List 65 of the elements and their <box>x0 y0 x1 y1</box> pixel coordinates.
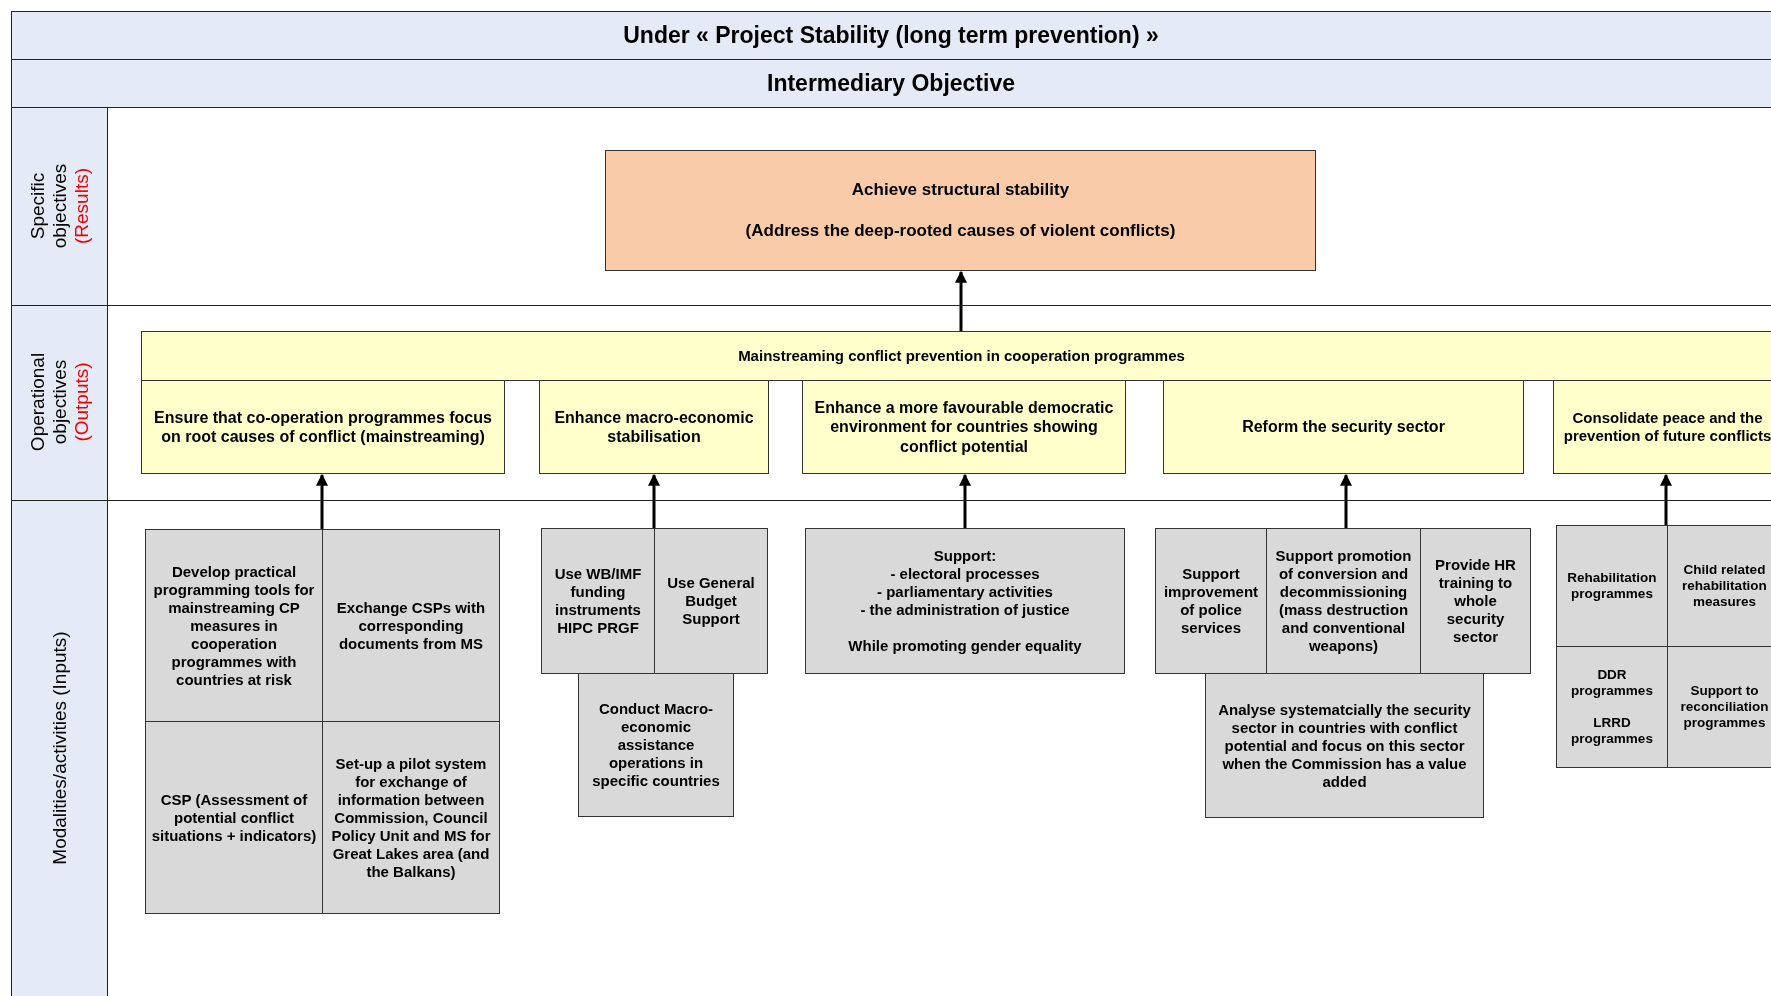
objective-note: LRRD programmes <box>1570 715 1654 748</box>
activity-text: Support promotion of conversion and decommissioning (mass destruction and conventional weapons) <box>1274 547 1413 655</box>
activity-text: Use WB/IMF funding instruments HIPC PRGF <box>553 565 643 637</box>
activity-cell <box>654 528 768 674</box>
lane-label: Modalities/activities (Inputs) <box>48 631 71 865</box>
activity-text: Support improvement of police services <box>1162 565 1260 637</box>
activity-text: Provide HR training to whole security sector <box>1434 556 1517 646</box>
objective-text: Consolidate peace and the prevention of future conflicts <box>1562 409 1771 445</box>
activity-cell <box>322 529 500 722</box>
activity-cell <box>145 529 323 722</box>
arrow <box>316 473 328 529</box>
activity-text: Exchange CSPs with corresponding documents from MS <box>335 598 487 653</box>
activity-cell <box>322 721 500 914</box>
objective-note: - the administration of justice <box>860 601 1070 619</box>
lane-label: Operational objectives <box>26 351 71 454</box>
activity-text: Conduct Macro-economic assistance operations in specific countries <box>591 700 721 790</box>
arrow <box>959 473 971 528</box>
objective-text: Reform the security sector <box>1242 417 1445 437</box>
arrow <box>1340 473 1352 528</box>
objective-note: While promoting gender equality <box>848 637 1082 655</box>
activity-cell <box>541 528 655 674</box>
arrow <box>955 270 967 331</box>
activity-cell <box>805 528 1125 674</box>
objective-text: Ensure that co-operation programmes focus on root causes of conflict (mainstreaming) <box>153 407 493 447</box>
output-box <box>1553 380 1771 474</box>
objective-text: Mainstreaming conflict prevention in cooperation programmes <box>738 347 1185 365</box>
lane-label-note: (Results) <box>70 168 93 244</box>
output-band <box>141 331 1771 381</box>
activity-text: Develop practical programming tools for mainstreaming CP measures in cooperation programmes with countries at risk <box>152 562 316 689</box>
activity-text: Child related rehabilitation measures <box>1681 561 1768 611</box>
activity-text: DDR programmes <box>1570 666 1654 699</box>
activity-text: Use General Budget Support <box>666 574 756 628</box>
activity-cell <box>1556 646 1668 768</box>
activity-cell <box>1556 525 1668 647</box>
activity-cell <box>1266 528 1421 674</box>
activity-text: Rehabilitation programmes <box>1566 569 1658 603</box>
arrow <box>648 473 660 528</box>
activity-text: Analyse systematcially the security sector in countries with conflict potential and focus on this sector when the Commission has a value added <box>1217 700 1472 791</box>
output-box <box>1163 380 1524 474</box>
activity-text: Set-up a pilot system for exchange of information between Commission, Council Policy Unit and MS for Great Lakes area (and the Balkans) <box>330 754 492 881</box>
result-box <box>605 150 1316 271</box>
objective-note: - electoral processes <box>890 565 1040 583</box>
title: Under « Project Stability (long term prevention) » <box>623 22 1159 49</box>
arrow <box>1660 473 1672 525</box>
activity-text: Support to reconciliation programmes <box>1679 682 1770 732</box>
output-box <box>539 380 769 474</box>
activity-cell <box>1205 673 1484 818</box>
activity-cell <box>1420 528 1531 674</box>
activity-cell <box>145 721 323 914</box>
objective-text: Enhance a more favourable democratic environment for countries showing conflict potential <box>813 398 1115 456</box>
header-text: Intermediary Objective <box>767 70 1015 97</box>
activity-text: CSP (Assessment of potential conflict situations + indicators) <box>150 790 318 845</box>
activity-cell <box>1667 646 1771 768</box>
lane-label: Specific objectives <box>26 162 71 251</box>
output-box <box>802 380 1126 474</box>
objective-note: - parliamentary activities <box>877 583 1053 601</box>
activity-cell <box>1667 525 1771 647</box>
output-box <box>141 380 505 474</box>
activity-cell <box>578 673 734 817</box>
objective-text: Achieve structural stability <box>851 180 1070 201</box>
objective-text: Enhance macro-economic stabilisation <box>553 407 755 447</box>
objective-note: (Address the deep-rooted causes of violent conflicts) <box>745 220 1176 241</box>
lane-label-note: (Outputs) <box>70 362 93 442</box>
activity-cell <box>1155 528 1267 674</box>
activity-text: Support: <box>933 547 997 565</box>
